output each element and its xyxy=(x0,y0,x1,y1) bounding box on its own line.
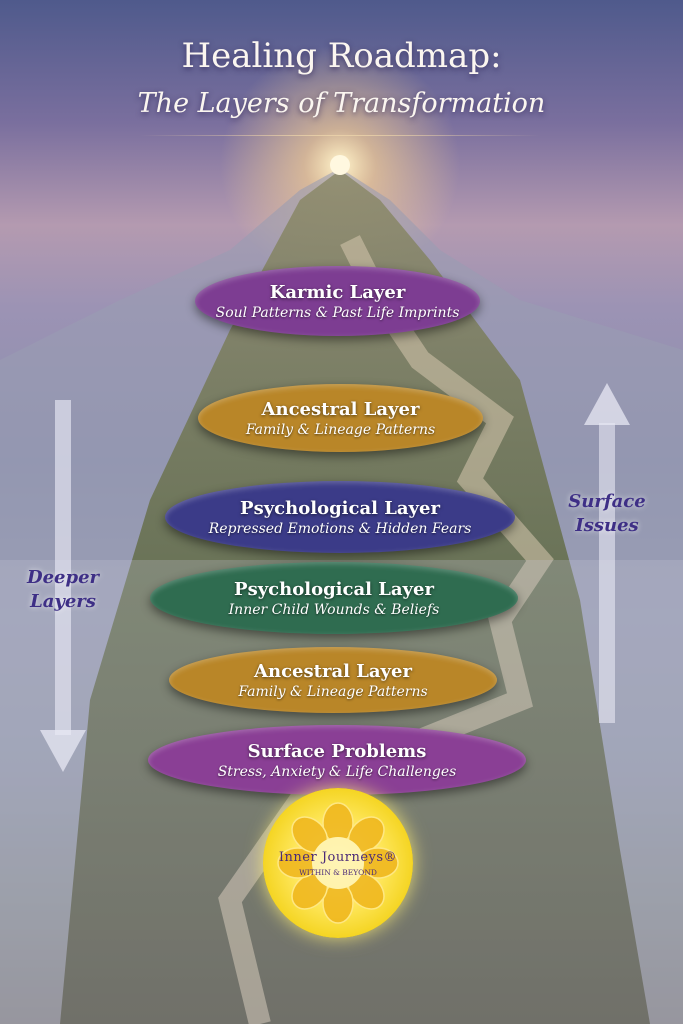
lotus-icon xyxy=(277,802,399,924)
label-line: Issues xyxy=(575,515,639,536)
layer-psychological-fears: Psychological Layer Repressed Emotions &… xyxy=(165,481,515,553)
arrow-up-icon xyxy=(584,383,630,723)
deeper-layers-label: Deeper Layers xyxy=(13,566,113,614)
arrow-down-icon xyxy=(40,400,86,772)
layer-title: Surface Problems xyxy=(247,740,427,762)
layer-title: Psychological Layer xyxy=(240,497,440,519)
title-divider xyxy=(140,135,540,136)
layer-title: Karmic Layer xyxy=(269,281,406,303)
surface-issues-label: Surface Issues xyxy=(557,490,657,538)
layer-ancestral-lower: Ancestral Layer Family & Lineage Pattern… xyxy=(169,647,497,713)
layer-ancestral-upper: Ancestral Layer Family & Lineage Pattern… xyxy=(198,384,483,452)
layer-title: Ancestral Layer xyxy=(261,398,420,420)
layer-psychological-inner-child: Psychological Layer Inner Child Wounds &… xyxy=(150,562,518,634)
logo-tagline: WITHIN & BEYOND xyxy=(299,868,377,877)
logo-name: Inner Journeys® xyxy=(278,850,398,865)
label-line: Layers xyxy=(30,591,96,612)
label-line: Surface xyxy=(568,491,646,512)
layer-title: Ancestral Layer xyxy=(254,660,412,682)
page-title: Healing Roadmap: xyxy=(181,36,502,76)
page-subtitle: The Layers of Transformation xyxy=(137,88,546,119)
layer-subtitle: Family & Lineage Patterns xyxy=(245,421,436,438)
layer-subtitle: Stress, Anxiety & Life Challenges xyxy=(217,763,457,780)
layer-surface-problems: Surface Problems Stress, Anxiety & Life … xyxy=(148,725,526,795)
inner-journeys-logo: Inner Journeys® WITHIN & BEYOND xyxy=(263,788,413,938)
layer-title: Psychological Layer xyxy=(234,578,434,600)
layer-karmic: Karmic Layer Soul Patterns & Past Life I… xyxy=(195,266,480,336)
layer-subtitle: Soul Patterns & Past Life Imprints xyxy=(215,304,460,321)
layer-subtitle: Repressed Emotions & Hidden Fears xyxy=(208,520,472,537)
label-line: Deeper xyxy=(26,567,100,588)
layer-subtitle: Family & Lineage Patterns xyxy=(238,683,428,700)
layer-subtitle: Inner Child Wounds & Beliefs xyxy=(228,601,440,618)
